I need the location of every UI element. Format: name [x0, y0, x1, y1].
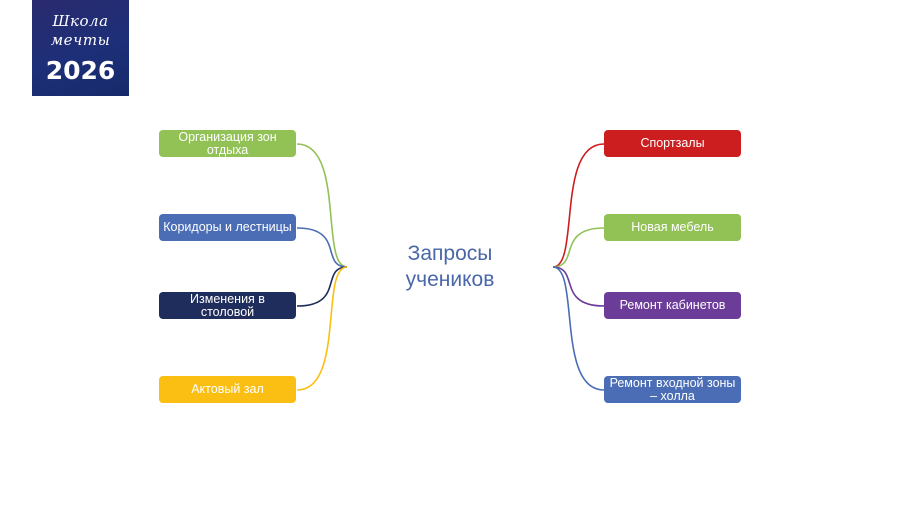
node-classroom-repair: Ремонт кабинетов [604, 292, 741, 319]
central-topic: Запросы учеников [380, 241, 520, 293]
central-topic-line-1: Запросы [407, 242, 493, 265]
logo-line-2: мечты [50, 31, 111, 49]
connector-left-3 [296, 266, 348, 391]
school-of-dreams-logo: Школа мечты 2026 [32, 0, 129, 96]
central-topic-line-2: учеников [405, 268, 495, 291]
connector-right-0 [552, 143, 605, 268]
node-canteen-changes: Изменения в столовой [159, 292, 296, 319]
logo-line-1: Школа [52, 12, 109, 30]
node-rest-areas: Организация зон отдыха [159, 130, 296, 157]
connector-right-3 [552, 266, 605, 391]
node-entrance-hall-repair: Ремонт входной зоны – холла [604, 376, 741, 403]
node-corridors-stairs: Коридоры и лестницы [159, 214, 296, 241]
connector-left-1 [296, 227, 348, 268]
connector-right-1 [552, 227, 605, 268]
node-gyms: Спортзалы [604, 130, 741, 157]
connector-left-0 [296, 143, 348, 268]
logo-year: 2026 [45, 56, 116, 85]
connector-right-2 [552, 266, 605, 307]
node-new-furniture: Новая мебель [604, 214, 741, 241]
connector-left-2 [296, 266, 348, 307]
node-assembly-hall: Актовый зал [159, 376, 296, 403]
